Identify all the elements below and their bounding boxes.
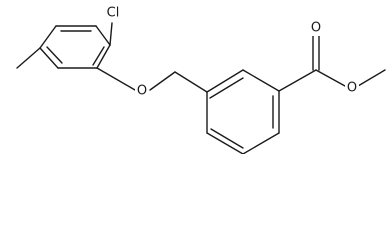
ester-oxygen-label: O (347, 81, 357, 96)
ether-oxygen-label: O (137, 84, 147, 99)
molecule-structure: Cl O O O (16, 4, 386, 154)
bond (92, 46, 105, 66)
bond (209, 77, 244, 99)
atom-ether-oxygen: O (135, 83, 149, 99)
ring-carbonyl-bond (278, 69, 317, 92)
atom-ester-oxygen: O (345, 80, 359, 96)
right-benzene-ring (206, 69, 280, 154)
bond (242, 132, 280, 154)
bond (206, 69, 244, 93)
o-methyl-bond (357, 69, 386, 87)
atom-carbonyl-oxygen: O (309, 20, 323, 36)
c-cl-bond (109, 22, 113, 46)
o-ch2-bond (149, 71, 176, 91)
bond (210, 128, 244, 149)
atom-chlorine: Cl (103, 4, 123, 22)
bond (39, 25, 57, 49)
bond (206, 132, 244, 154)
chlorine-label: Cl (107, 6, 120, 21)
carbonyl-ester-o-bond (315, 69, 346, 87)
methyl-bond (16, 47, 41, 69)
left-benzene-ring (39, 25, 111, 69)
bond (39, 47, 59, 69)
bond (96, 44, 111, 69)
ch2-ring-bond (174, 71, 208, 93)
c-o-ether-bond (96, 67, 136, 91)
carbonyl-oxygen-label: O (311, 21, 321, 36)
bond (242, 69, 280, 92)
bond (95, 25, 111, 46)
bond (46, 46, 63, 64)
